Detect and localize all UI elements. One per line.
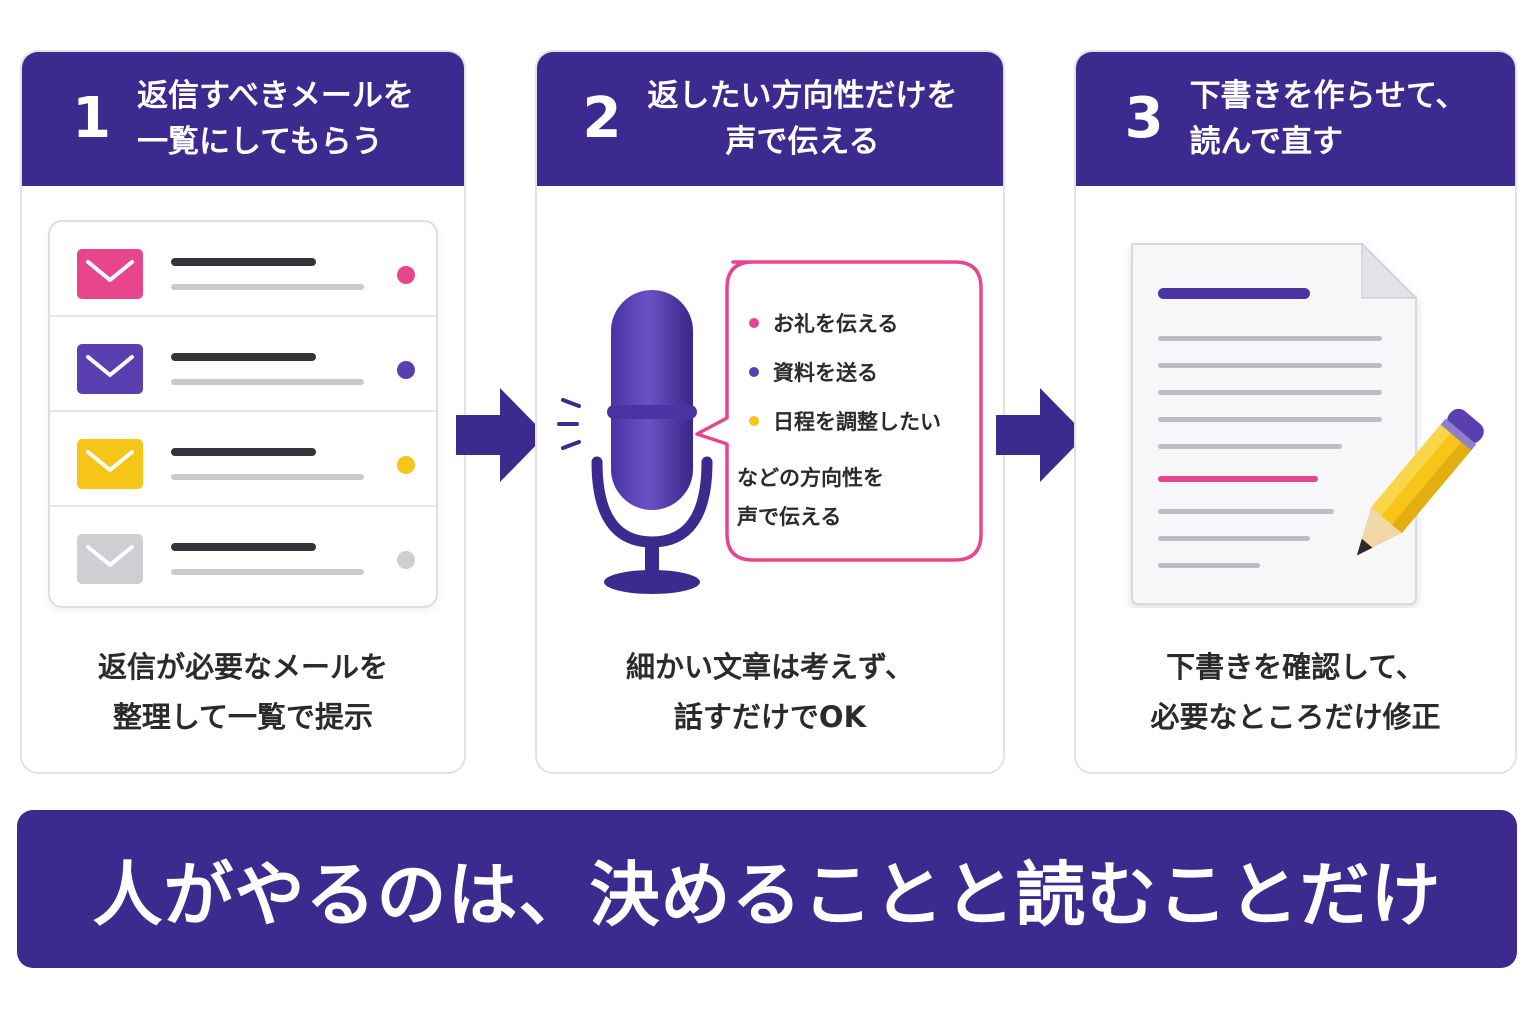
bullet-dot [749,366,759,377]
envelope-icon [77,344,143,394]
step-title-3: 下書きを作らせて、 読んで直す [1189,78,1467,160]
step-caption-3: 下書きを確認して、 必要なところだけ修正 [1150,650,1441,734]
step-title-1: 返信すべきメールを 一覧にしてもらう [137,78,414,160]
speech-bubble-bullet: 資料を送る [749,347,989,396]
step-header-1: 1 返信すべきメールを 一覧にしてもらう [22,52,464,186]
speech-bubble-bullet: 日程を調整したい [749,396,989,445]
microphone-icon [557,290,713,594]
pencil-icon [1356,408,1484,556]
step-caption-2: 細かい文章は考えず、 話すだけでOK [626,650,914,734]
step-number-1: 1 [72,86,112,151]
step-title-2: 返したい方向性だけを 声で伝える [647,78,958,160]
status-dot [397,266,415,284]
mail-list-item [50,507,436,602]
envelope-icon [77,534,143,584]
summary-banner-text: 人がやるのは、決めることと読むことだけ [92,853,1442,936]
speech-bubble-bullet: お礼を伝える [749,298,989,347]
step-header-2: 2 返したい方向性だけを 声で伝える [537,52,1003,186]
status-dot [397,551,415,569]
mail-subject-line [171,448,316,456]
envelope-icon [77,439,143,489]
mail-subject-line [171,353,316,361]
envelope-icon [77,249,143,299]
speech-bubble-closing: などの方向性を声で伝える [737,466,884,529]
step-card-2: 2 返したい方向性だけを 声で伝える お礼を伝える資料を送る日程を調整したいなど… [535,50,1005,774]
mail-subject-line [171,543,316,551]
bullet-dot [749,317,759,328]
step-caption-1: 返信が必要なメールを 整理して一覧で提示 [97,650,388,734]
step-header-3: 3 下書きを作らせて、 読んで直す [1076,52,1515,186]
mail-list [48,220,438,608]
mail-preview-line [171,284,364,290]
bullet-dot [749,415,759,426]
status-dot [397,456,415,474]
speech-bubble [695,260,983,562]
step-card-1: 1 返信すべきメールを 一覧にしてもらう 返信が必要なメールを 整理して一覧で提… [20,50,466,774]
mail-preview-line [171,379,364,385]
arrow-right-icon [996,388,1086,482]
mail-preview-line [171,474,364,480]
status-dot [397,361,415,379]
summary-banner: 人がやるのは、決めることと読むことだけ [17,810,1517,968]
arrow-right-icon [456,388,546,482]
document-icon [1131,242,1418,605]
mail-subject-line [171,258,316,266]
speech-bubble-content: お礼を伝える資料を送る日程を調整したいなどの方向性を声で伝える [737,298,989,537]
mail-list-item [50,317,436,412]
step-number-3: 3 [1124,86,1164,151]
mail-list-item [50,222,436,317]
mail-list-item [50,412,436,507]
mail-preview-line [171,569,364,575]
step-number-2: 2 [582,86,622,151]
step-card-3: 3 下書きを作らせて、 読んで直す [1074,50,1517,774]
